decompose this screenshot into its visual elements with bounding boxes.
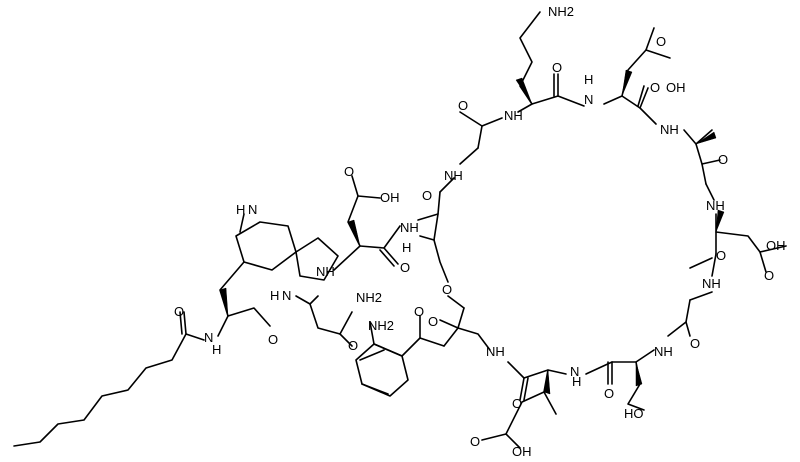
meglu-o: O	[512, 396, 522, 411]
ser-ho: HO	[624, 406, 644, 421]
asn-nh2: NH2	[356, 290, 382, 305]
asp1-oh: OH	[666, 80, 686, 95]
glu-oh: OH	[512, 444, 532, 459]
thr-ester-o: O	[442, 282, 452, 297]
decanoyl-o: O	[174, 304, 184, 319]
kyn-carbonyl-o: O	[414, 304, 424, 319]
orn-nh: NH	[504, 108, 523, 123]
asp2-co-o: O	[400, 260, 410, 275]
asn-nh: NH	[316, 264, 335, 279]
glu-o: O	[470, 434, 480, 449]
thr-carbonyl-o: O	[422, 188, 432, 203]
gly2-o: O	[690, 336, 700, 351]
asp3-co-o: O	[716, 248, 726, 263]
asp1-n: N	[584, 92, 593, 107]
asp3-nh: NH	[702, 276, 721, 291]
kyn-ester-o: O	[428, 314, 438, 329]
kyn-nh2: NH2	[368, 318, 394, 333]
amine-label-orn: NH2	[548, 4, 574, 19]
trp-o: O	[268, 332, 278, 347]
asn-n: N	[282, 288, 291, 303]
bond-lines	[13, 11, 787, 449]
ala-nh: NH	[660, 122, 679, 137]
asp2-o: O	[344, 164, 354, 179]
ser-o: O	[604, 386, 614, 401]
gly2-nh: NH	[654, 344, 673, 359]
asp1-carboxyl-o: O	[656, 34, 666, 49]
asp2-oh: OH	[380, 190, 400, 205]
thr-nh-h: H	[402, 240, 411, 255]
orn-carbonyl-o: O	[552, 60, 562, 75]
asn-h: H	[270, 288, 279, 303]
asn-o: O	[348, 338, 358, 353]
ala-o: O	[718, 152, 728, 167]
meglu-n: N	[570, 364, 579, 379]
asp3-oh: OH	[766, 238, 786, 253]
atom-labels: NH2 O OH O NH H N O O NH NH O NH O O OH …	[174, 4, 786, 459]
kyn-nh: NH	[486, 344, 505, 359]
trp-indole-n: N	[248, 202, 257, 217]
thr-nh: NH	[400, 220, 419, 235]
meglu-h: H	[572, 374, 581, 389]
gly1-o: O	[458, 98, 468, 113]
decanoyl-n: N	[204, 330, 213, 345]
decanoyl-h: H	[212, 342, 221, 357]
trp-indole-h: H	[236, 202, 245, 217]
gly1-nh: NH	[444, 168, 463, 183]
stereo-wedges	[219, 69, 725, 395]
ring-nh-top: NH	[706, 198, 725, 213]
asp1-nh-h: H	[584, 72, 593, 87]
asp1-amide-o: O	[650, 80, 660, 95]
asp3-o: O	[764, 268, 774, 283]
